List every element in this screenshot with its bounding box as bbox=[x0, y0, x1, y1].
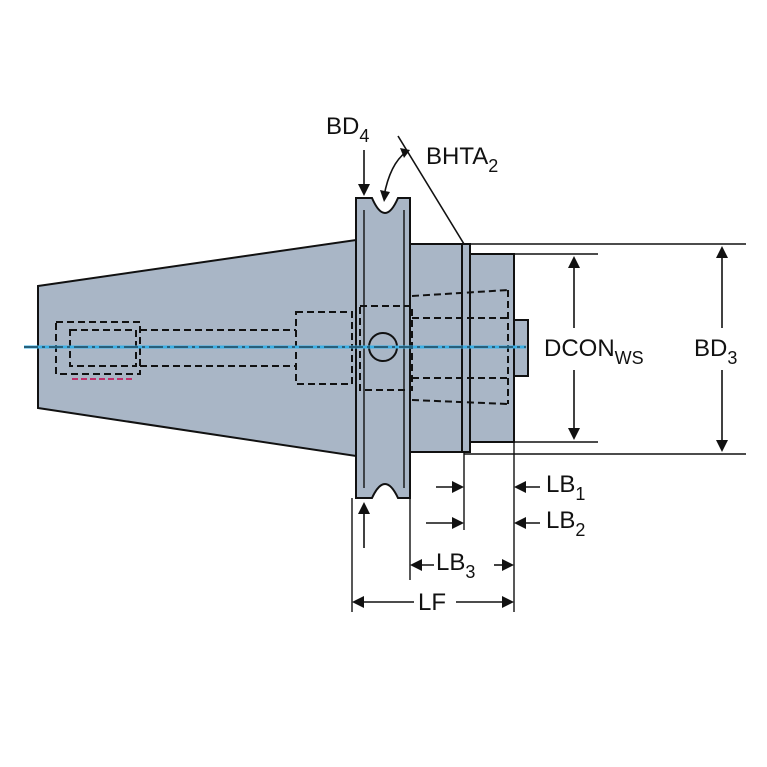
bd3-head-bottom bbox=[716, 440, 728, 452]
lf-head-right bbox=[502, 596, 514, 608]
lf-head-left bbox=[352, 596, 364, 608]
label-lb3: LB3 bbox=[436, 549, 475, 582]
lb3-head-left bbox=[410, 559, 422, 571]
label-lb2: LB2 bbox=[546, 507, 585, 540]
label-bd4: BD4 bbox=[326, 113, 369, 146]
label-lf: LF bbox=[418, 589, 446, 616]
bd4-arrow-top-head bbox=[358, 184, 370, 196]
bd3-head-top bbox=[716, 246, 728, 258]
label-bd3: BD3 bbox=[694, 335, 737, 368]
bhta-arc bbox=[383, 151, 407, 197]
bhta-arc-head-a bbox=[380, 190, 390, 202]
label-lb1: LB1 bbox=[546, 471, 585, 504]
lb2-head-left bbox=[452, 517, 464, 529]
body-hidden-top bbox=[411, 289, 509, 297]
lb2-head-right bbox=[514, 517, 526, 529]
body-hidden-bottom-2 bbox=[411, 399, 509, 405]
lb1-head-right bbox=[514, 481, 526, 493]
bhta-slant-line bbox=[397, 135, 465, 245]
bd4-arrow-bottom-head bbox=[358, 502, 370, 514]
dcon-head-bottom bbox=[568, 428, 580, 440]
label-dconws: DCONWS bbox=[544, 335, 644, 368]
lb3-head-right bbox=[502, 559, 514, 571]
bhta-arc-head-b bbox=[400, 148, 410, 158]
lb1-head-left bbox=[452, 481, 464, 493]
label-bhta2: BHTA2 bbox=[426, 143, 498, 176]
dcon-head-top bbox=[568, 256, 580, 268]
